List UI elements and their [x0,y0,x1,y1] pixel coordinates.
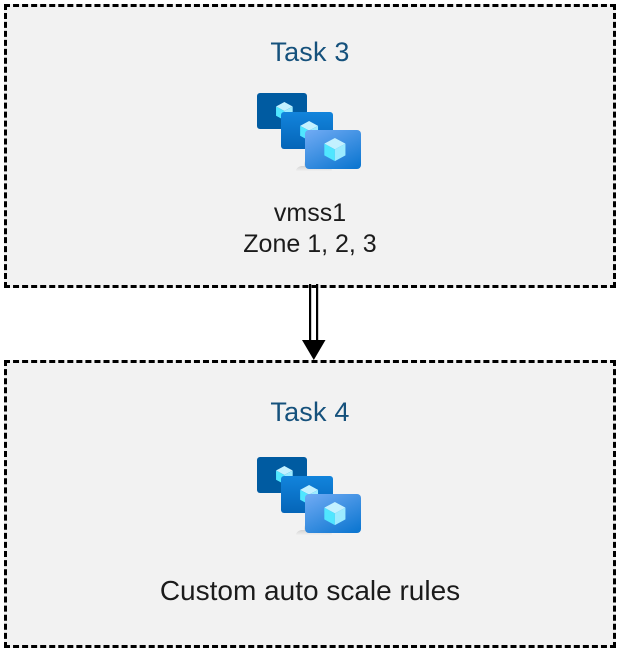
task-node-task-3[interactable]: Task 3 [4,4,616,288]
node-caption-line: Zone 1, 2, 3 [243,230,377,258]
connector-arrow-task3-to-task4 [296,284,332,364]
azure-virtual-machine-scale-set-icon [255,88,365,184]
task-node-task-4[interactable]: Task 4 [4,360,616,648]
task-title: Task 4 [270,397,350,427]
azure-virtual-machine-scale-set-icon [255,452,365,548]
node-caption-line: vmss1 [273,199,347,227]
task-title: Task 3 [270,37,350,67]
node-caption-line: Custom auto scale rules [159,575,461,606]
